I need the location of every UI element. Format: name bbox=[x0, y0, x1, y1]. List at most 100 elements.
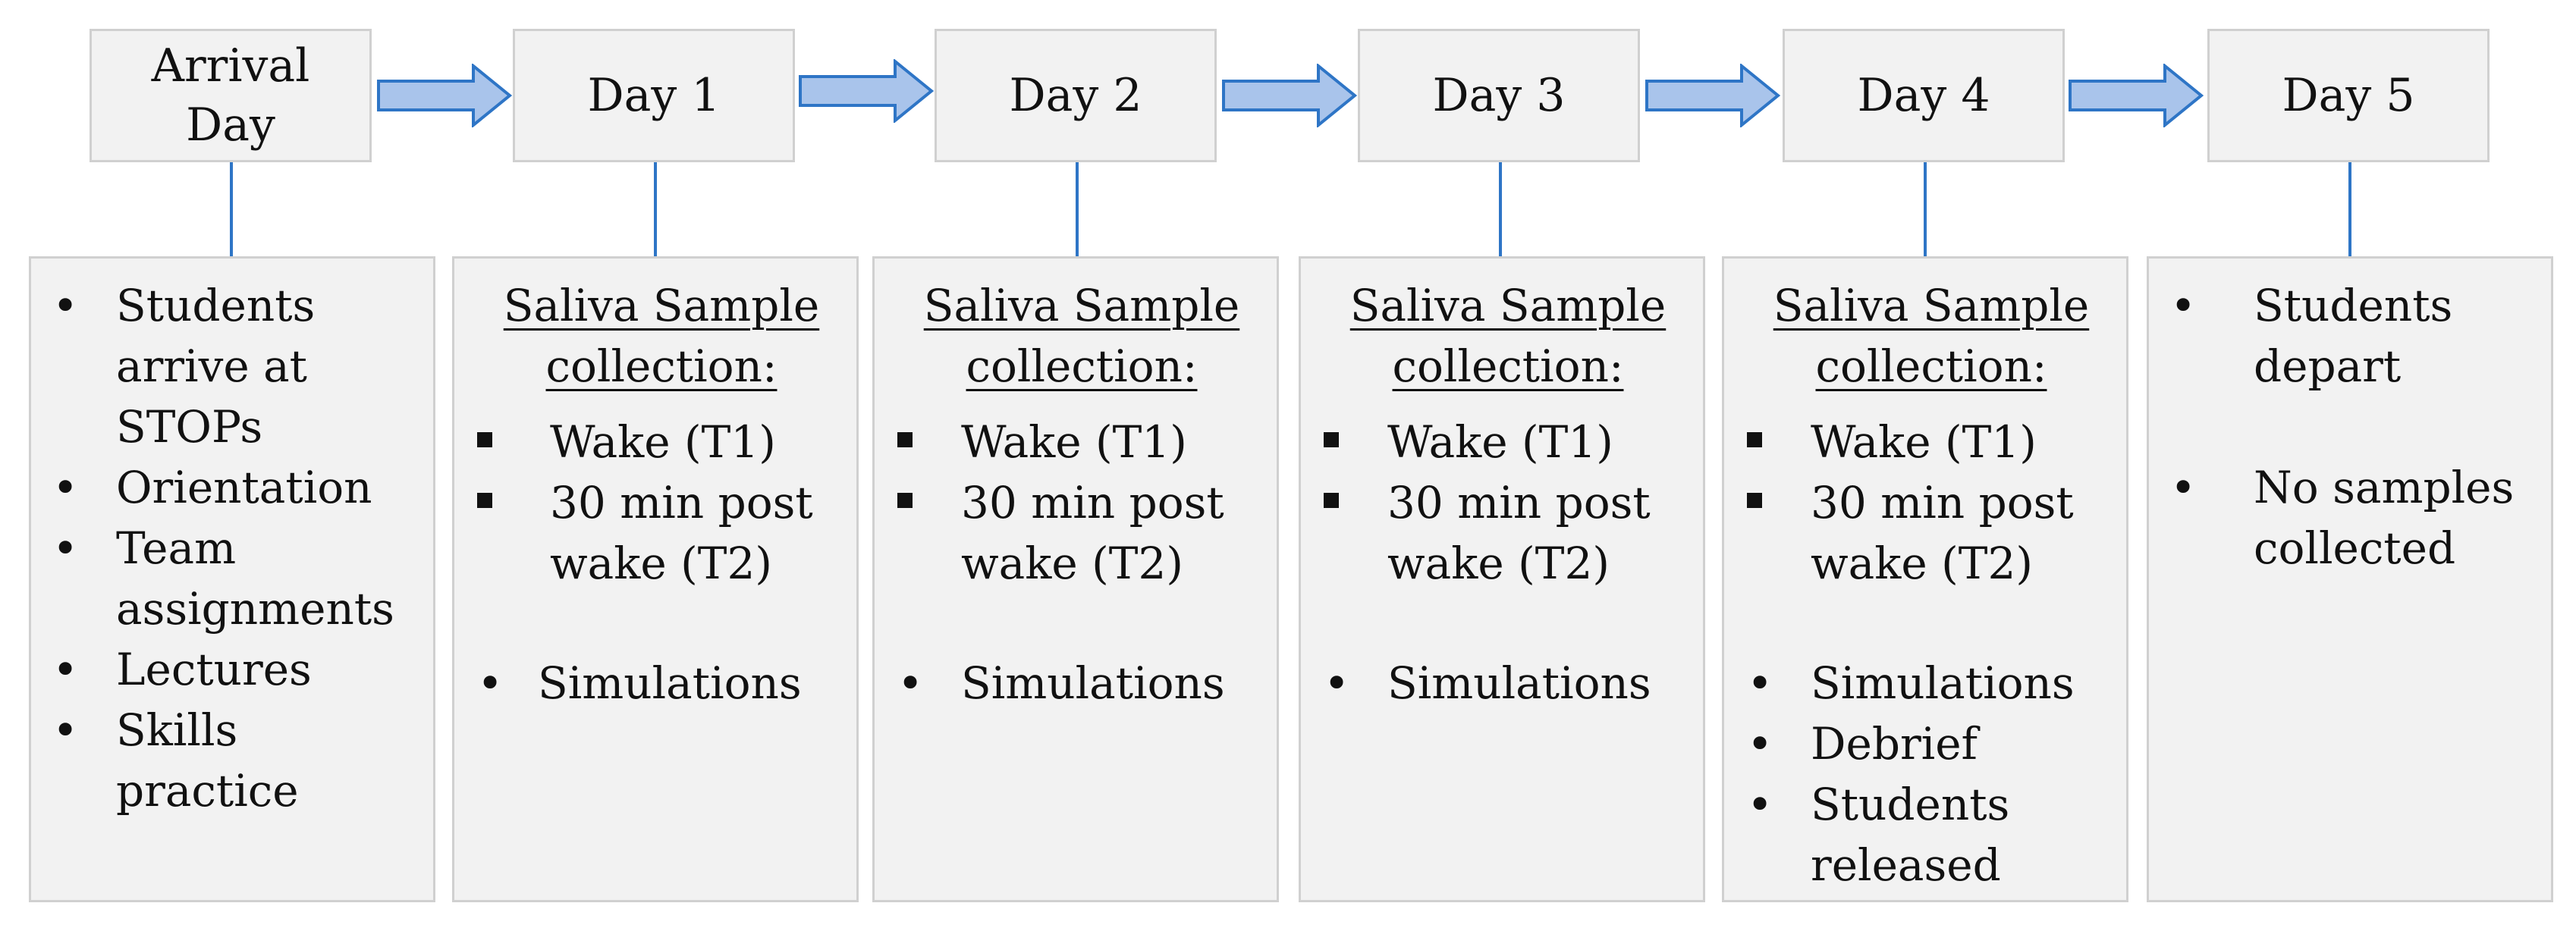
day-box-arrival: Arrival Day bbox=[90, 29, 372, 162]
detail-box-day2: Saliva Sample collection: Wake (T1) 30 m… bbox=[872, 256, 1279, 902]
day-box-day1: Day 1 bbox=[513, 29, 795, 162]
day-title-day5: Day 5 bbox=[2282, 69, 2415, 122]
bullet-icon: • bbox=[52, 462, 79, 513]
list-item-text: Orientation bbox=[116, 462, 372, 513]
list-item-text: Wake (T1) bbox=[1387, 416, 1613, 468]
list-item-text: Students arrive at STOPs bbox=[116, 280, 316, 453]
detail-box-arrival: • Students arrive at STOPs • Orientation… bbox=[29, 256, 435, 902]
activity-list: • Simulations • Debrief • Students relea… bbox=[1747, 653, 2116, 895]
day-title-day2: Day 2 bbox=[1009, 69, 1142, 122]
sample-list: Wake (T1) 30 min post wake (T2) bbox=[1747, 412, 2116, 594]
connector-line bbox=[1076, 162, 1079, 258]
list-item: • Students released bbox=[1747, 774, 2116, 895]
list-item: Wake (T1) bbox=[1324, 412, 1692, 472]
list-item: • Students depart bbox=[2170, 275, 2536, 397]
detail-box-day3: Saliva Sample collection: Wake (T1) 30 m… bbox=[1299, 256, 1705, 902]
connector-line bbox=[1499, 162, 1502, 258]
detail-box-day4: Saliva Sample collection: Wake (T1) 30 m… bbox=[1722, 256, 2128, 902]
section-heading: Saliva Sample collection: bbox=[1324, 275, 1692, 397]
list-item-text: 30 min post wake (T2) bbox=[961, 477, 1224, 589]
arrival-list: • Students arrive at STOPs • Orientation… bbox=[52, 275, 418, 821]
list-item: Wake (T1) bbox=[1747, 412, 2116, 472]
square-bullet-icon bbox=[477, 493, 492, 508]
detail-box-day5: • Students depart • No samples collected bbox=[2147, 256, 2553, 902]
right-arrow-icon bbox=[2069, 64, 2204, 127]
square-bullet-icon bbox=[897, 432, 913, 447]
square-bullet-icon bbox=[477, 432, 492, 447]
list-item-text: 30 min post wake (T2) bbox=[1811, 477, 2074, 589]
list-item-text: Debrief bbox=[1811, 718, 1978, 770]
right-arrow-icon bbox=[377, 64, 513, 127]
activity-list: • Simulations bbox=[477, 653, 846, 713]
list-item-text: Students released bbox=[1811, 779, 2010, 891]
square-bullet-icon bbox=[1747, 432, 1762, 447]
activity-list: • Simulations bbox=[1324, 653, 1692, 713]
bullet-icon: • bbox=[477, 657, 504, 709]
list-item: • No samples collected bbox=[2170, 457, 2536, 579]
list-item: • Simulations bbox=[477, 653, 846, 713]
list-item-text: 30 min post wake (T2) bbox=[550, 477, 813, 589]
day-box-day4: Day 4 bbox=[1783, 29, 2065, 162]
bullet-icon: • bbox=[1747, 718, 1773, 770]
list-item-text: Team assignments bbox=[116, 522, 394, 635]
list-item-text: Wake (T1) bbox=[1811, 416, 2037, 468]
sample-list: Wake (T1) 30 min post wake (T2) bbox=[1324, 412, 1692, 594]
bullet-icon: • bbox=[52, 522, 79, 574]
bullet-icon: • bbox=[897, 657, 924, 709]
day-title-day4: Day 4 bbox=[1857, 69, 1990, 122]
heading-line: collection: bbox=[1815, 340, 2047, 392]
section-heading: Saliva Sample collection: bbox=[897, 275, 1266, 397]
list-item-text: No samples collected bbox=[2254, 462, 2515, 574]
departure-list: • Students depart • No samples collected bbox=[2170, 275, 2536, 579]
sample-list: Wake (T1) 30 min post wake (T2) bbox=[477, 412, 846, 594]
list-item-text: Simulations bbox=[538, 657, 802, 709]
list-item-text: Wake (T1) bbox=[961, 416, 1187, 468]
list-item-text: Wake (T1) bbox=[550, 416, 776, 468]
day-box-day2: Day 2 bbox=[935, 29, 1217, 162]
bullet-icon: • bbox=[1324, 657, 1350, 709]
list-item: • Debrief bbox=[1747, 713, 2116, 774]
right-arrow-icon bbox=[1222, 64, 1358, 127]
list-item: • Simulations bbox=[1747, 653, 2116, 713]
list-item: • Skills practice bbox=[52, 700, 418, 821]
list-item: Wake (T1) bbox=[897, 412, 1266, 472]
day-title-day1: Day 1 bbox=[587, 69, 721, 122]
heading-line: Saliva Sample bbox=[923, 280, 1240, 331]
square-bullet-icon bbox=[1747, 493, 1762, 508]
section-heading: Saliva Sample collection: bbox=[477, 275, 846, 397]
bullet-icon: • bbox=[1747, 779, 1773, 830]
list-item-text: Lectures bbox=[116, 644, 312, 695]
section-heading: Saliva Sample collection: bbox=[1747, 275, 2116, 397]
detail-box-day1: Saliva Sample collection: Wake (T1) 30 m… bbox=[452, 256, 859, 902]
list-item: • Simulations bbox=[897, 653, 1266, 713]
list-item: 30 min post wake (T2) bbox=[897, 472, 1266, 594]
list-item-text: Simulations bbox=[1387, 657, 1651, 709]
day-title-arrival: Arrival Day bbox=[151, 39, 310, 152]
heading-line: Saliva Sample bbox=[1773, 280, 2090, 331]
heading-line: Saliva Sample bbox=[1349, 280, 1667, 331]
list-item: 30 min post wake (T2) bbox=[1324, 472, 1692, 594]
heading-line: collection: bbox=[545, 340, 778, 392]
bullet-icon: • bbox=[2170, 462, 2197, 513]
list-item: • Orientation bbox=[52, 457, 418, 518]
list-item: • Simulations bbox=[1324, 653, 1692, 713]
connector-line bbox=[230, 162, 233, 258]
list-item-text: Students depart bbox=[2254, 280, 2453, 392]
list-item: 30 min post wake (T2) bbox=[1747, 472, 2116, 594]
bullet-icon: • bbox=[1747, 657, 1773, 709]
bullet-icon: • bbox=[52, 704, 79, 756]
day-box-day5: Day 5 bbox=[2207, 29, 2490, 162]
connector-line bbox=[654, 162, 657, 258]
square-bullet-icon bbox=[1324, 432, 1339, 447]
heading-line: Saliva Sample bbox=[503, 280, 820, 331]
sample-list: Wake (T1) 30 min post wake (T2) bbox=[897, 412, 1266, 594]
bullet-icon: • bbox=[52, 644, 79, 695]
day-box-day3: Day 3 bbox=[1358, 29, 1640, 162]
bullet-icon: • bbox=[52, 280, 79, 331]
bullet-icon: • bbox=[2170, 280, 2197, 331]
heading-line: collection: bbox=[1392, 340, 1624, 392]
heading-line: collection: bbox=[966, 340, 1198, 392]
list-item: Wake (T1) bbox=[477, 412, 846, 472]
square-bullet-icon bbox=[1324, 493, 1339, 508]
